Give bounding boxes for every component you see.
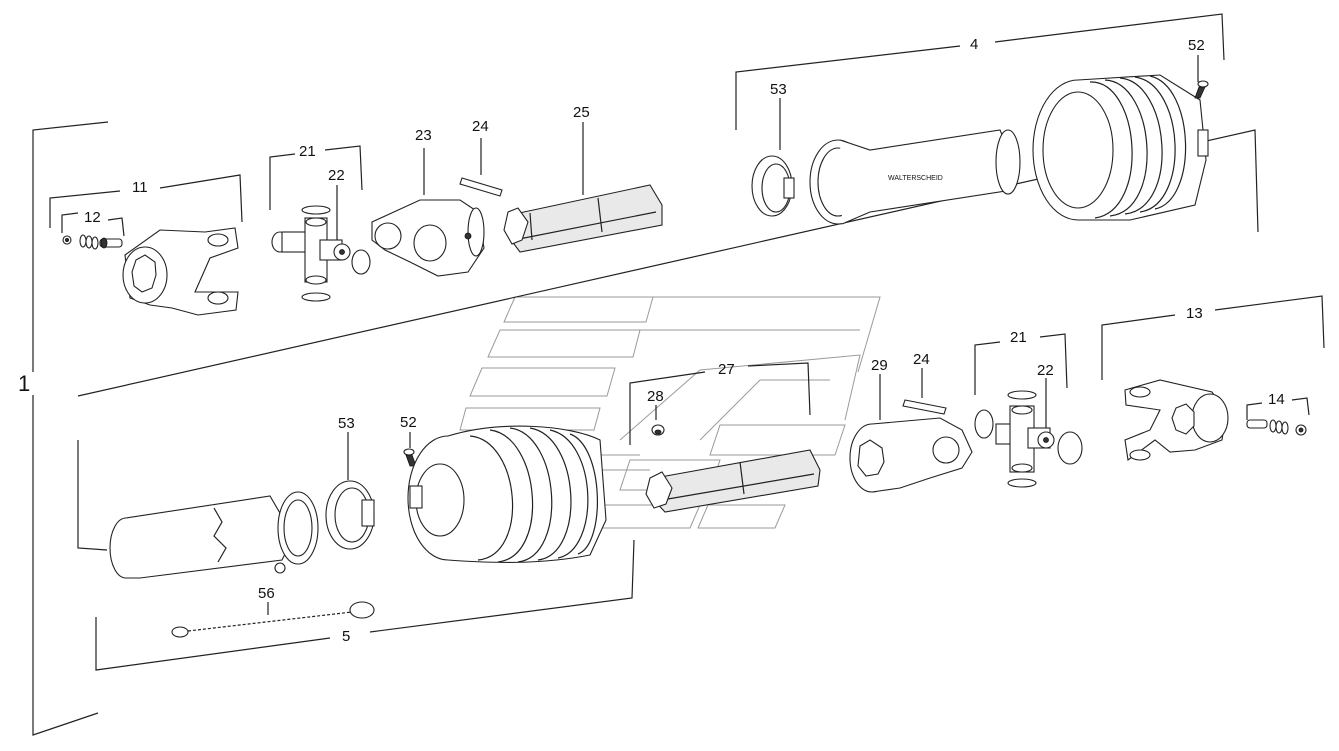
chain-56	[171, 601, 375, 638]
callout-14: 14	[1268, 391, 1285, 408]
bracket-4	[735, 13, 1225, 130]
clamp-bolt-set-12	[62, 234, 123, 250]
spring-pin-24-upper	[459, 177, 503, 197]
guard-brand-text: WALTERSCHEID	[888, 175, 943, 182]
bracket-5	[77, 440, 635, 671]
callout-24-lower: 24	[913, 351, 930, 368]
callout-28: 28	[647, 388, 664, 405]
profile-tube-27	[645, 449, 821, 513]
callout-22-upper: 22	[328, 167, 345, 184]
clamp-bolt-set-14	[1246, 419, 1307, 436]
callout-4: 4	[970, 36, 978, 53]
callout-21-lower: 21	[1010, 329, 1027, 346]
yoke-11	[122, 227, 239, 316]
callout-labels: 1 4 5 11 12 13 14 21 21 22 22 23 24 24 2…	[18, 36, 1285, 645]
callout-1: 1	[18, 371, 30, 396]
outer-yoke-29	[849, 417, 973, 493]
bracket-1	[32, 121, 109, 736]
bracket-21-upper	[269, 145, 363, 210]
bracket-13	[1101, 295, 1325, 380]
bracket-14	[1246, 397, 1310, 420]
callout-13: 13	[1186, 305, 1203, 322]
callout-29: 29	[871, 357, 888, 374]
cross-kit-21-lower	[974, 390, 1083, 488]
spring-pin-24-lower	[902, 399, 947, 415]
bracket-11	[49, 174, 243, 228]
callout-53-upper: 53	[770, 81, 787, 98]
screw-52-upper	[1194, 80, 1209, 99]
tube-guard-4: WALTERSCHEID	[809, 74, 1209, 225]
cross-kit-21-upper	[271, 205, 371, 302]
bracket-21-lower	[974, 333, 1068, 395]
separator-line	[77, 129, 1259, 397]
callout-22-lower: 22	[1037, 362, 1054, 379]
callout-56: 56	[258, 585, 275, 602]
profile-tube-25	[503, 184, 663, 253]
callout-53-lower: 53	[338, 415, 355, 432]
yoke-13	[1124, 379, 1229, 461]
leader-lines	[267, 55, 1199, 615]
callout-21-upper: 21	[299, 143, 316, 160]
bracket-27	[629, 362, 811, 445]
inner-yoke-23	[371, 199, 485, 277]
bracket-lines	[32, 13, 1325, 736]
guard-bellows-5	[407, 425, 607, 563]
callout-52-upper: 52	[1188, 37, 1205, 54]
callout-23: 23	[415, 127, 432, 144]
callout-27: 27	[718, 361, 735, 378]
bracket-12	[61, 212, 125, 237]
bearing-ring-53-upper	[751, 155, 795, 217]
guard-tube-5	[109, 491, 319, 579]
grease-nipple-28	[651, 424, 665, 436]
callout-25: 25	[573, 104, 590, 121]
callout-52-lower: 52	[400, 414, 417, 431]
bearing-ring-53-lower	[325, 480, 375, 550]
callout-24-upper: 24	[472, 118, 489, 135]
callout-5: 5	[342, 628, 350, 645]
callout-11: 11	[132, 179, 148, 196]
callout-12: 12	[84, 209, 101, 226]
